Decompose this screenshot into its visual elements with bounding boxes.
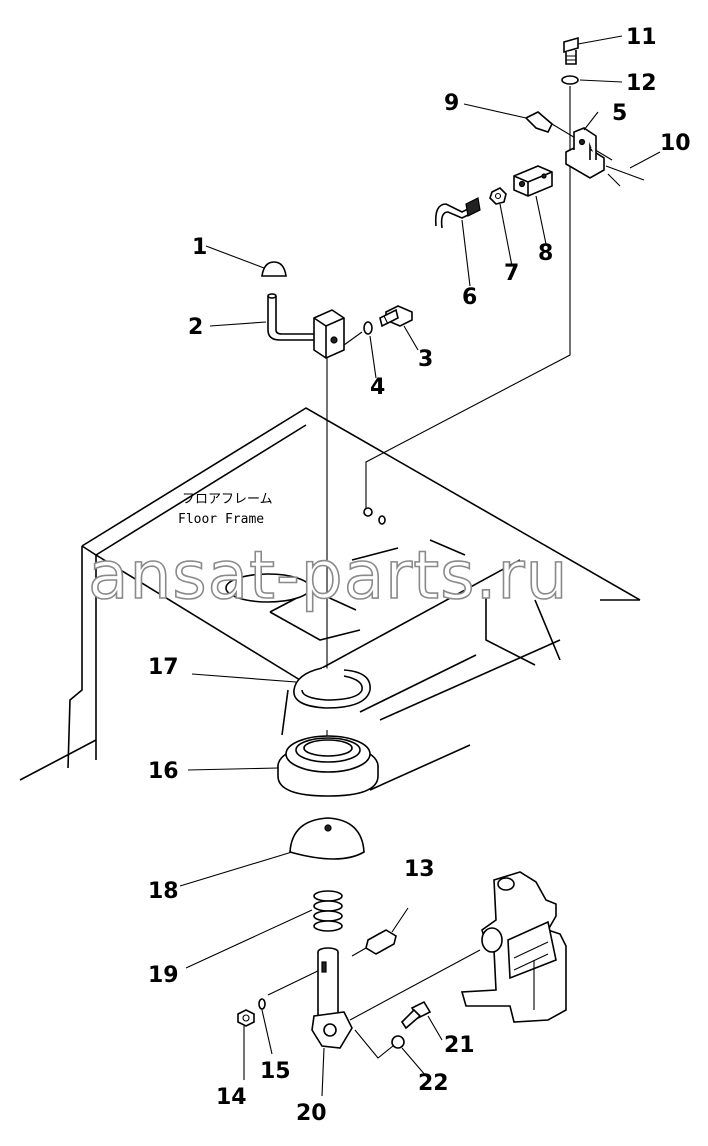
callout-1: 1 — [192, 235, 207, 260]
part-bolt-21 — [400, 1000, 432, 1030]
callout-4: 4 — [370, 375, 385, 400]
part-spring-19 — [313, 890, 343, 932]
part-block-8 — [513, 165, 553, 197]
part-lever — [267, 293, 316, 341]
frame-label-english: Floor Frame — [178, 512, 264, 527]
part-nut-14 — [237, 1009, 255, 1027]
callout-16: 16 — [148, 759, 179, 784]
frame-label-japanese: フロアフレーム — [182, 492, 273, 507]
floor-frame — [19, 407, 641, 791]
callout-7: 7 — [504, 261, 519, 286]
callout-20: 20 — [296, 1101, 327, 1126]
part-washer-15 — [258, 998, 266, 1010]
callout-2: 2 — [188, 315, 203, 340]
part-nut-7 — [489, 187, 507, 205]
callout-18: 18 — [148, 879, 179, 904]
callout-21: 21 — [444, 1033, 475, 1058]
part-cable-10 — [605, 165, 645, 187]
callout-11: 11 — [626, 25, 657, 50]
callout-12: 12 — [626, 71, 657, 96]
part-bolt-11 — [563, 36, 579, 65]
callout-14: 14 — [216, 1085, 247, 1110]
callout-6: 6 — [462, 285, 477, 310]
part-valve-housing — [460, 871, 567, 1023]
callout-17: 17 — [148, 655, 179, 680]
callout-5: 5 — [612, 101, 627, 126]
part-rod-6 — [434, 197, 481, 229]
part-washer-22 — [391, 1035, 405, 1049]
callout-9: 9 — [444, 91, 459, 116]
part-boot-18 — [289, 817, 365, 860]
part-connector-13 — [351, 907, 409, 957]
callout-labels: 1 2 3 4 5 6 7 8 9 10 11 12 13 14 15 16 1… — [148, 25, 691, 1126]
part-bolt-3 — [379, 305, 413, 328]
callout-15: 15 — [260, 1059, 291, 1084]
callout-19: 19 — [148, 963, 179, 988]
part-washer-12 — [561, 75, 579, 85]
watermark: ansat-parts.ru — [88, 537, 568, 614]
assembly-axis-lines — [267, 86, 571, 1059]
callout-3: 3 — [418, 347, 433, 372]
callout-10: 10 — [660, 131, 691, 156]
part-washer-4 — [363, 321, 373, 335]
floor-frame-label: フロアフレーム Floor Frame — [178, 492, 273, 527]
callout-22: 22 — [418, 1071, 449, 1096]
part-lever-block — [313, 309, 363, 359]
callout-8: 8 — [538, 241, 553, 266]
part-knob — [261, 261, 287, 277]
part-snap-ring-17 — [293, 667, 371, 709]
part-bracket-5 — [565, 127, 605, 179]
callout-13: 13 — [404, 857, 435, 882]
part-seal-16 — [277, 735, 379, 797]
leader-lines — [179, 35, 661, 1097]
part-shaft-20 — [311, 947, 353, 1049]
